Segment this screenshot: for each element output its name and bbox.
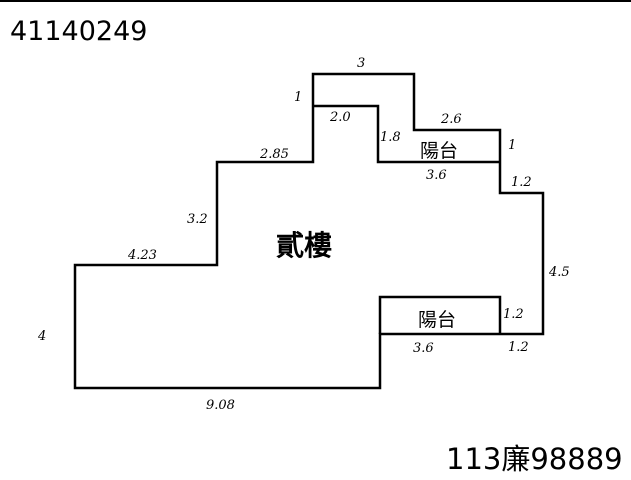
lower-balcony-label: 陽台: [418, 309, 457, 331]
dim-inner-top: 2.0: [330, 110, 351, 125]
dim-step-right: 1.2: [511, 175, 532, 190]
dim-left-top: 4.23: [128, 248, 157, 263]
dim-right: 4.5: [549, 265, 570, 280]
dim-left: 4: [38, 329, 47, 344]
lower-balcony-outline: [378, 295, 502, 334]
dim-lower-balcony-bottom: 3.6: [413, 341, 434, 356]
dim-top: 3: [357, 56, 366, 71]
dim-lower-balcony-side: 1.2: [503, 307, 524, 322]
case-code: 113廉98889: [446, 442, 623, 476]
dim-bottom: 9.08: [206, 398, 235, 413]
top-border: [0, 0, 631, 2]
building-outline: [73, 72, 545, 390]
dim-lower-step: 1.2: [508, 340, 529, 355]
dim-upper-left-top: 2.85: [260, 147, 289, 162]
document-id: 41140249: [10, 16, 148, 47]
upper-balcony-outline: [313, 104, 500, 164]
dim-upper-left-side: 3.2: [187, 212, 208, 227]
dim-balcony-top: 2.6: [441, 112, 462, 127]
upper-balcony-label: 陽台: [420, 140, 459, 162]
dim-inner-side: 1.8: [380, 130, 401, 145]
floor-label: 貳樓: [276, 229, 333, 262]
dim-balcony-bottom: 3.6: [426, 168, 447, 183]
dim-top-left: 1: [294, 90, 303, 105]
dim-balcony-right: 1: [508, 138, 517, 153]
